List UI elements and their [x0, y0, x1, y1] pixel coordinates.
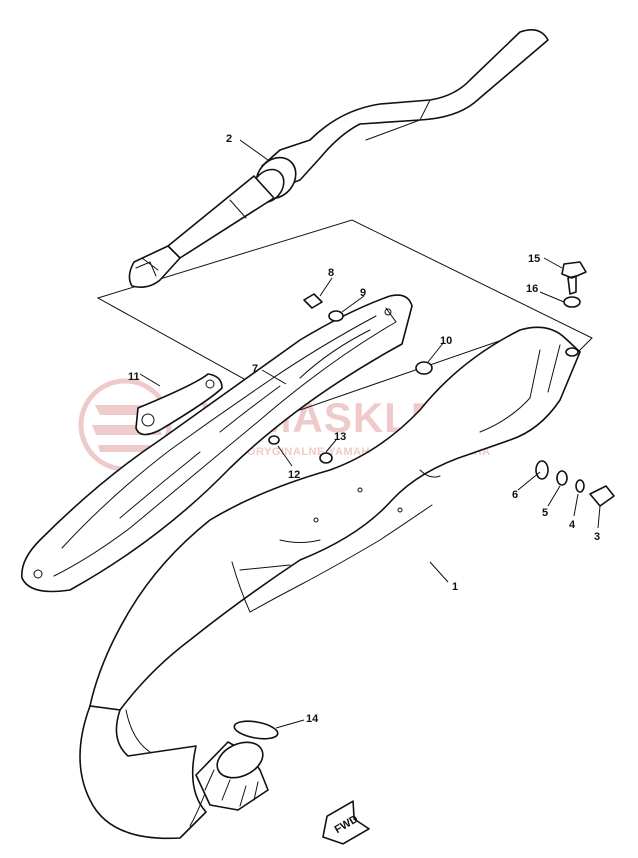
- callout-3: 3: [594, 531, 600, 543]
- callout-10: 10: [440, 335, 452, 347]
- callout-7: 7: [252, 363, 258, 375]
- bolt-15-icon: [561, 261, 587, 295]
- callout-16: 16: [526, 283, 538, 295]
- callout-6: 6: [512, 489, 518, 501]
- washer-12-icon: [268, 435, 280, 445]
- damper-6-icon: [535, 460, 549, 480]
- callout-1: 1: [452, 581, 458, 593]
- direction-marker: FWD: [322, 800, 370, 845]
- callout-labels: 2 1 3 4 5 6 7 8 9 10 11 12 13 14 15 16: [128, 133, 600, 725]
- callout-4: 4: [569, 519, 576, 531]
- protector-bracket-part: [135, 373, 223, 436]
- tail-pipe-part: [128, 29, 549, 288]
- washer-5-icon: [556, 470, 568, 486]
- bolt-3-icon: [589, 485, 615, 507]
- callout-12: 12: [288, 469, 300, 481]
- callout-11: 11: [128, 371, 140, 383]
- screw-8-icon: [303, 293, 323, 309]
- callout-15: 15: [528, 253, 540, 265]
- callout-2: 2: [226, 133, 232, 145]
- nut-13-icon: [319, 452, 333, 464]
- callout-9: 9: [360, 287, 366, 299]
- callout-8: 8: [328, 267, 334, 279]
- spacer-10-icon: [415, 361, 433, 375]
- gasket-14-icon: [233, 720, 279, 740]
- washer-16-icon: [563, 296, 581, 308]
- mount-hole-icon: [565, 347, 579, 357]
- callout-5: 5: [542, 507, 548, 519]
- callout-13: 13: [334, 431, 346, 443]
- washer-9-icon: [328, 310, 344, 322]
- hardware-parts: [233, 261, 615, 740]
- washer-4-icon: [575, 479, 585, 493]
- muffler-part: [79, 326, 581, 840]
- leader-lines: [139, 139, 601, 729]
- protector-part: [21, 294, 413, 593]
- forward-arrow-icon: [322, 800, 370, 845]
- callout-14: 14: [306, 713, 319, 725]
